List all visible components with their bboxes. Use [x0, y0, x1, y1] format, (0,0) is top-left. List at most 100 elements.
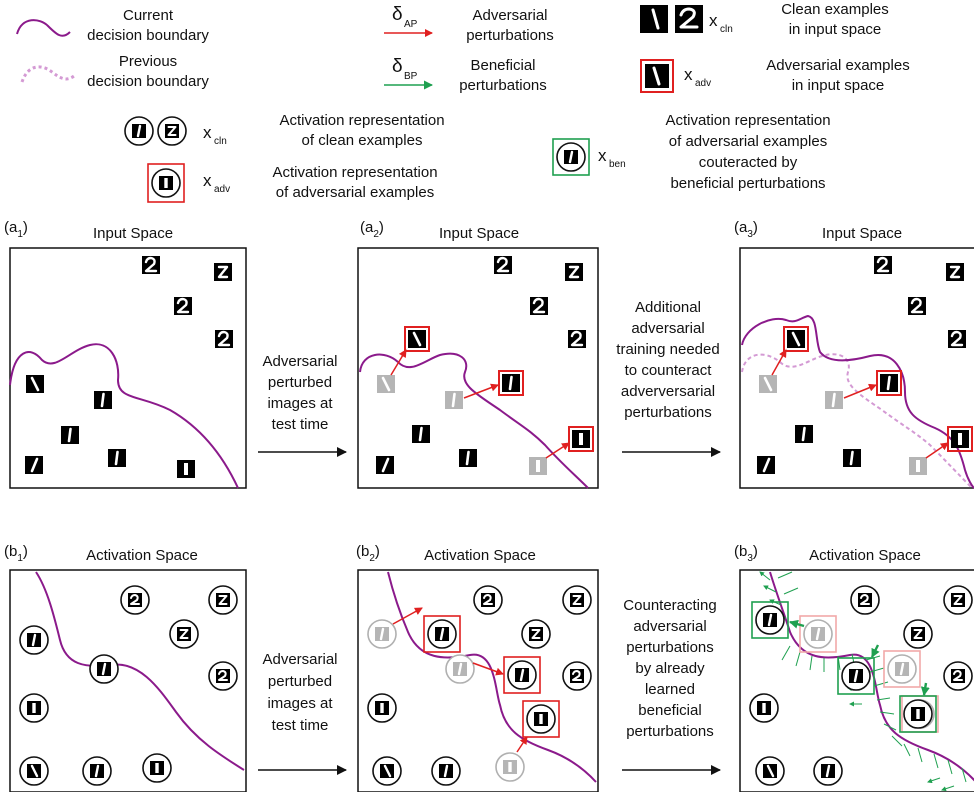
- adv-act-icon: [151, 168, 181, 198]
- digit-1-tile: [755, 454, 777, 476]
- panel-a3: [739, 247, 974, 489]
- digit-2-tile: [563, 261, 585, 283]
- digit-2-tile: [906, 295, 928, 317]
- faded-digit-1-tile: [909, 457, 927, 475]
- digit-1-tile: [24, 373, 46, 395]
- adversarial-arrow: [771, 349, 787, 376]
- clean-activation: [943, 661, 973, 691]
- beneficial-arrow: [920, 682, 930, 696]
- faded-activation: [495, 752, 525, 782]
- transition-label: perturbed: [268, 374, 332, 391]
- legend-ben-line1: Activation representation: [665, 112, 830, 129]
- transition-label: perturbations: [624, 404, 712, 421]
- transition-label: perturbations: [626, 723, 714, 740]
- legend-advact-line1: Activation representation: [272, 164, 437, 181]
- transition-label: beneficial: [638, 702, 701, 719]
- transition-label: training needed: [616, 341, 719, 358]
- clean-activation: [19, 693, 49, 723]
- xcln-act-symbol: x: [203, 123, 212, 142]
- clean-activation: [367, 693, 397, 723]
- transition-label: adversarial: [633, 618, 706, 635]
- digit-2-tile: [566, 328, 588, 350]
- panel-b3: [739, 569, 974, 792]
- adversarial-activation: [426, 618, 458, 650]
- digit-2-tile: [946, 328, 968, 350]
- digit-2-tile: [528, 295, 550, 317]
- transition-label: Adversarial: [262, 651, 337, 668]
- clean-activation: [371, 755, 403, 787]
- panel-b2: [357, 569, 599, 792]
- digit-2-tile: [140, 254, 162, 276]
- transition-label: test time: [272, 416, 329, 433]
- clean-activation: [18, 624, 50, 656]
- faded-digit-1-tile: [823, 389, 845, 411]
- adversarial-digit-tile: [785, 328, 807, 350]
- faded-activation: [444, 653, 476, 685]
- adversarial-digit-tile: [951, 430, 969, 448]
- digit-2-tile: [492, 254, 514, 276]
- panel-tag-b1: (b1): [4, 543, 28, 564]
- digit-1-tile: [23, 454, 45, 476]
- faded-activation: [366, 618, 398, 650]
- xadv-symbol: x: [684, 65, 693, 84]
- legend-cleanact-line1: Activation representation: [279, 112, 444, 129]
- decision-boundary: [9, 343, 239, 489]
- clean-activation: [430, 755, 462, 787]
- adversarial-arrow: [843, 383, 877, 399]
- adversarial-arrow: [516, 736, 528, 753]
- panel-title-b3: Activation Space: [809, 547, 921, 564]
- digit-2-tile: [212, 261, 234, 283]
- decision-boundary: [741, 314, 974, 489]
- digit-1-tile: [841, 447, 863, 469]
- beneficial-box: [837, 657, 875, 695]
- faded-adversarial-box: [799, 615, 837, 653]
- delta-ap-symbol: δ: [392, 4, 403, 25]
- clean-activation: [850, 585, 880, 615]
- delta-bp-symbol: δ: [392, 56, 403, 77]
- decision-boundary: [769, 571, 974, 782]
- adversarial-box: [423, 615, 461, 653]
- legend-advin-line1: Adversarial examples: [766, 57, 909, 74]
- beneficial-box: [751, 601, 789, 639]
- delta-bp-sub: BP: [404, 71, 418, 82]
- panel-tag-b3: (b3): [734, 543, 758, 564]
- legend-cleanact-line2: of clean examples: [302, 132, 423, 149]
- clean-activation: [943, 585, 973, 615]
- legend-ap-line1: Adversarial: [472, 7, 547, 24]
- legend-ben-line3: couteracted by: [699, 154, 798, 171]
- clean-activation: [521, 619, 551, 649]
- panel-tag-a2: (a2): [360, 219, 384, 240]
- adversarial-digit-tile: [878, 372, 900, 394]
- legend: Current decision boundary Previous decis…: [16, 1, 910, 203]
- clean-activation: [754, 755, 786, 787]
- digit-1-tile: [374, 454, 396, 476]
- clean-activation: [81, 755, 113, 787]
- digit-1-tile: [59, 424, 81, 446]
- digit-1-tile: [177, 460, 195, 478]
- xcln-symbol: x: [709, 11, 718, 30]
- adversarial-activation: [506, 659, 538, 691]
- faded-activation: [802, 618, 834, 650]
- transition-label: images at: [267, 695, 333, 712]
- beneficial-activation: [840, 660, 872, 692]
- digit-1-tile: [410, 423, 432, 445]
- legend-current-line2: decision boundary: [87, 27, 209, 44]
- legend-ben-line4: beneficial perturbations: [670, 175, 825, 192]
- legend-ben-line2: of adversarial examples: [669, 133, 827, 150]
- adversarial-arrow: [472, 662, 504, 676]
- clean-activation: [169, 619, 199, 649]
- panel-a1: [9, 247, 247, 489]
- xben-symbol: x: [598, 146, 607, 165]
- clean-activation: [142, 753, 172, 783]
- transition-b1-b2: Adversarial perturbed images at test tim…: [258, 651, 347, 775]
- clean-activation: [88, 653, 120, 685]
- transition-label: images at: [267, 395, 333, 412]
- transition-label: Adversarial: [262, 353, 337, 370]
- xben-sub: ben: [609, 159, 626, 170]
- transition-label: test time: [272, 717, 329, 734]
- xcln-act-sub: cln: [214, 136, 227, 147]
- adversarial-activation: [526, 704, 556, 734]
- xcln-sub: cln: [720, 24, 733, 35]
- panel-b1: [9, 569, 247, 792]
